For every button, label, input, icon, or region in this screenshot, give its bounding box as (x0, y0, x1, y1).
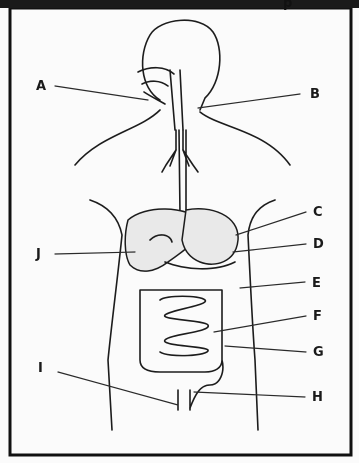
left-torso-side (90, 200, 122, 430)
leader-line-c (236, 212, 306, 235)
top-strip (0, 0, 359, 8)
leader-line-h (194, 392, 305, 397)
leader-line-g (225, 346, 306, 352)
leader-line-j (55, 252, 135, 254)
label-b: B (310, 87, 320, 102)
pancreas (165, 262, 235, 269)
label-i: I (38, 361, 43, 376)
label-a: A (36, 79, 46, 94)
label-j: J (35, 247, 41, 262)
leader-line-i (58, 372, 178, 405)
left-shoulder (75, 110, 160, 165)
right-shoulder (200, 112, 290, 165)
label-h: H (312, 390, 323, 405)
stomach (182, 209, 238, 264)
header-fragment: p (283, 0, 292, 11)
small-intestine (160, 296, 208, 355)
label-e: E (312, 276, 321, 291)
label-g: G (313, 345, 324, 360)
rectum (178, 390, 190, 410)
label-f: F (313, 309, 322, 324)
pharynx (170, 70, 183, 130)
leader-line-b (198, 94, 300, 108)
leader-line-a (55, 86, 148, 100)
leader-line-f (214, 316, 306, 332)
label-c: C (313, 205, 323, 220)
large-intestine (140, 290, 223, 408)
label-d: D (313, 237, 324, 252)
leader-line-d (233, 244, 306, 252)
